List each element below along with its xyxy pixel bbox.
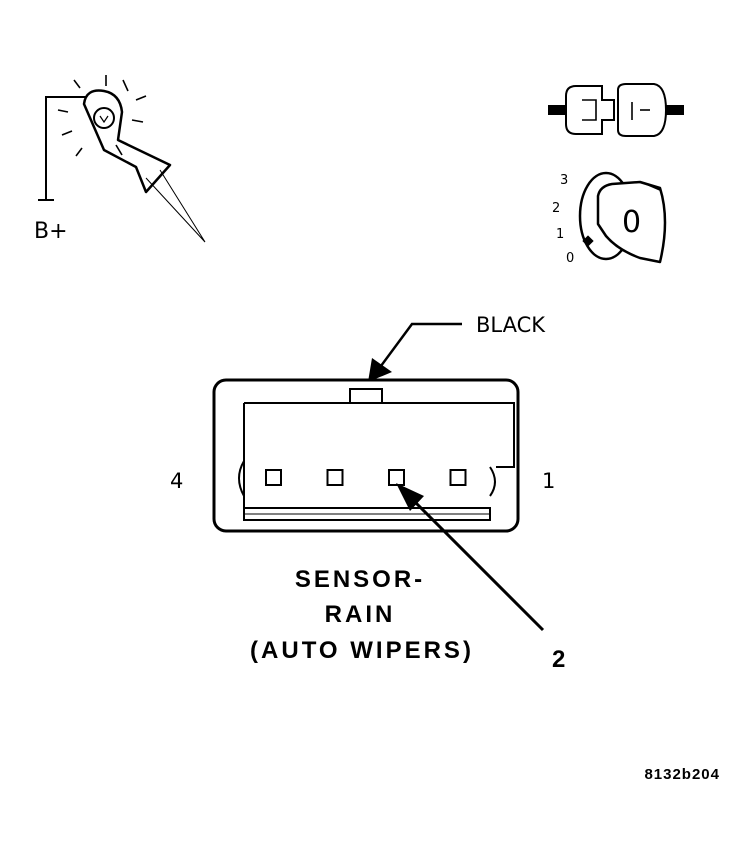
connector-face (212, 378, 520, 533)
ignition-position-3: 3 (560, 173, 568, 188)
ignition-key-icon (578, 171, 667, 264)
connector-plug-icon (548, 83, 684, 137)
figure-id: 8132b204 (644, 766, 720, 783)
ignition-position-2: 2 (552, 201, 560, 216)
pin-label-left: 4 (170, 469, 183, 493)
test-light-icon (38, 75, 206, 243)
callout-label: 2 (552, 646, 565, 673)
ignition-position-0: 0 (566, 251, 574, 266)
callout-arrow (396, 483, 545, 632)
connector-name-line2: RAIN (325, 601, 396, 628)
pin-label-right: 1 (542, 469, 555, 493)
key-label: 0 (622, 205, 641, 240)
ignition-position-1: 1 (556, 227, 564, 242)
terminal-cavity (449, 469, 467, 486)
color-leader-arrow (368, 322, 462, 382)
connector-color-label: BLACK (476, 313, 546, 337)
terminal-cavity (265, 469, 282, 486)
terminal-cavities (265, 469, 467, 486)
connector-name-line1: SENSOR- (295, 566, 425, 593)
power-label: B+ (34, 219, 68, 244)
terminal-cavity (388, 469, 405, 486)
connector-name-line3: (AUTO WIPERS) (250, 637, 474, 664)
terminal-cavity (326, 469, 344, 486)
